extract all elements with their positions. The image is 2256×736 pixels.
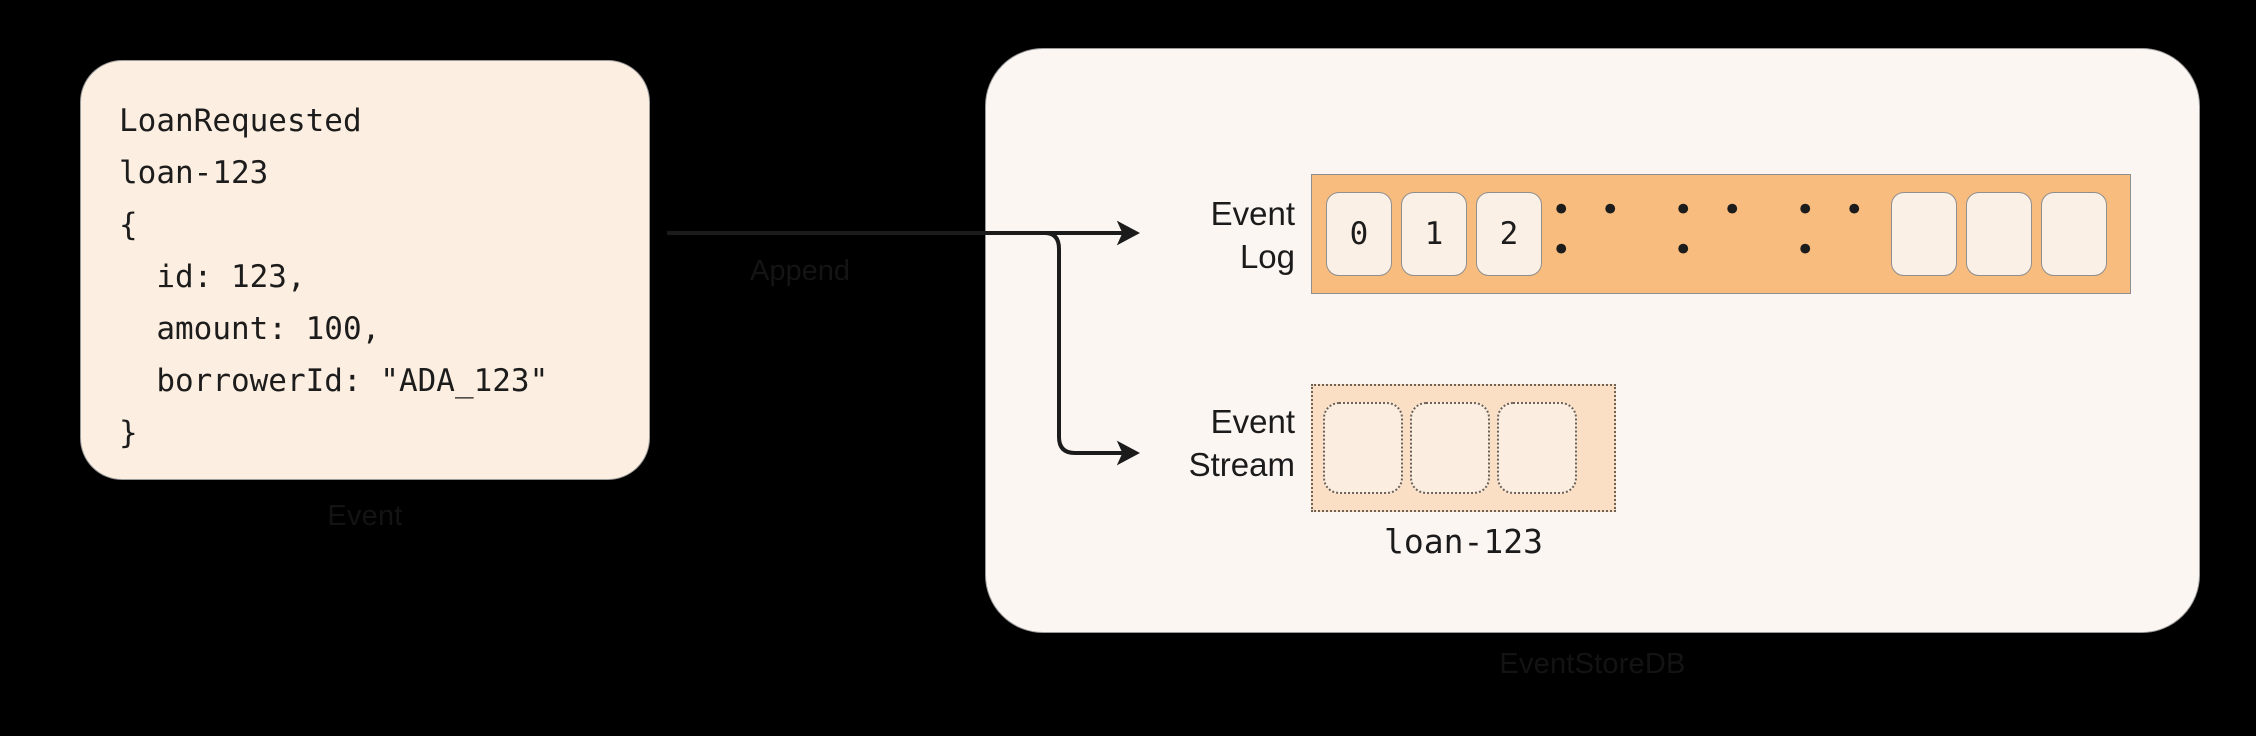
event-log-bar: 0 1 2 • • • • • • • • • xyxy=(1311,174,2131,294)
event-log-label-line1: Event xyxy=(1210,195,1295,232)
event-stream-caption: loan-123 xyxy=(1384,522,1543,561)
event-stream-label-line1: Event xyxy=(1210,403,1295,440)
event-log-cell: 2 xyxy=(1476,192,1542,276)
event-log-cell: 1 xyxy=(1401,192,1467,276)
event-log-label-line2: Log xyxy=(1239,238,1295,275)
event-log-ellipsis: • • • • • • • • • xyxy=(1551,190,1891,278)
event-log-empty-cell xyxy=(1966,192,2032,276)
event-card: LoanRequested loan-123 { id: 123, amount… xyxy=(80,60,650,480)
event-log-empty-cell xyxy=(2041,192,2107,276)
event-payload-code: LoanRequested loan-123 { id: 123, amount… xyxy=(119,103,549,451)
event-stream-cell xyxy=(1323,402,1403,494)
ellipsis-group: • • • xyxy=(1795,190,1869,270)
event-stream-box xyxy=(1311,384,1616,512)
event-stream-cell xyxy=(1410,402,1490,494)
event-log-cell: 0 xyxy=(1326,192,1392,276)
event-stream-label: Event Stream xyxy=(1155,400,1295,486)
event-log-label: Event Log xyxy=(1155,192,1295,278)
event-stream-cell xyxy=(1497,402,1577,494)
ellipsis-group: • • • xyxy=(1551,190,1625,270)
event-card-caption: Event xyxy=(327,500,403,532)
ellipsis-group: • • • xyxy=(1673,190,1747,270)
event-stream-label-line2: Stream xyxy=(1188,446,1295,483)
eventstore-container xyxy=(985,48,2200,633)
event-log-tail-cells xyxy=(1891,192,2116,276)
append-label: Append xyxy=(750,255,850,287)
event-log-empty-cell xyxy=(1891,192,1957,276)
eventstore-caption: EventStoreDB xyxy=(1499,648,1686,680)
